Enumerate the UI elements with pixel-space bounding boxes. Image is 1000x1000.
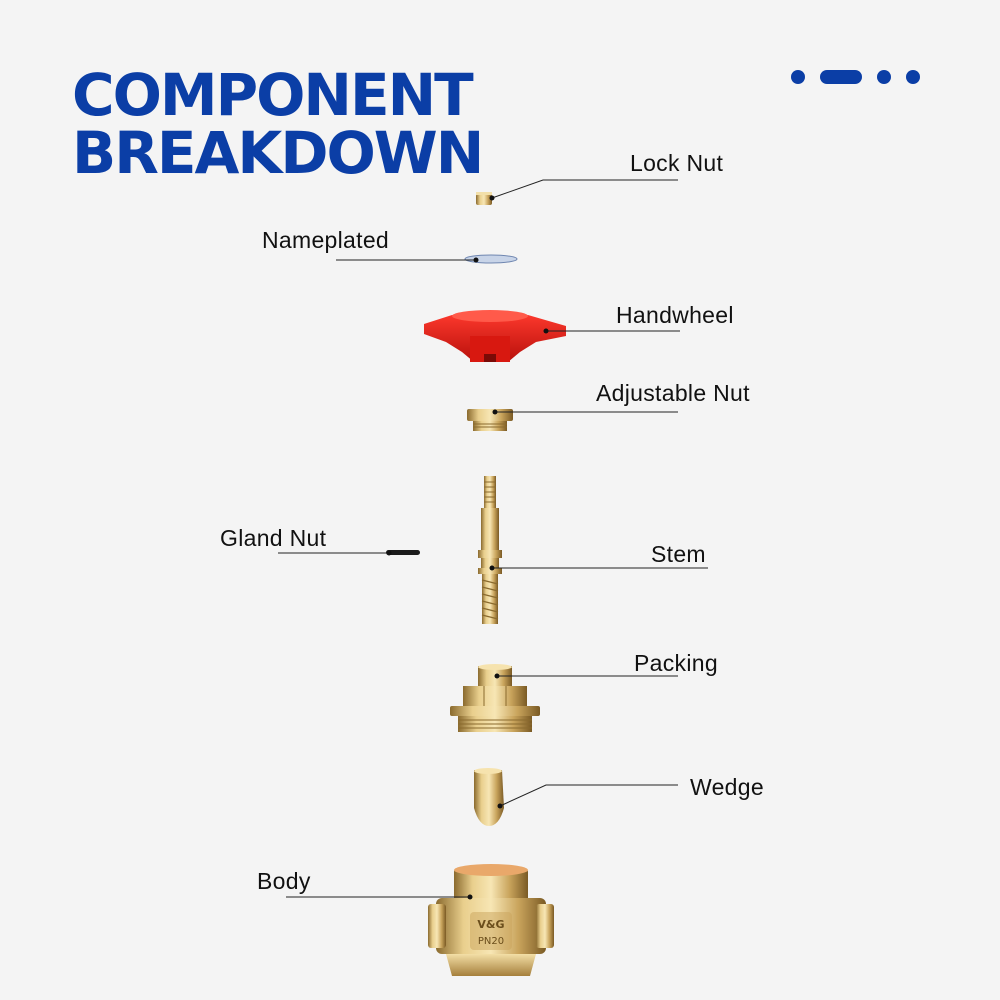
label-body: Body — [257, 868, 311, 894]
valve-body-part: V&G PN20 — [428, 864, 554, 976]
handwheel-part — [424, 310, 566, 362]
title-line-2: BREAKDOWN — [72, 119, 484, 187]
label-adjustable-nut: Adjustable Nut — [596, 380, 750, 406]
label-wedge: Wedge — [690, 774, 764, 800]
leader-lines — [278, 179, 708, 898]
label-lock-nut: Lock Nut — [630, 150, 724, 176]
gland-nut-part — [386, 550, 420, 555]
lock-nut-part — [476, 192, 492, 205]
dot-1 — [791, 70, 805, 84]
leader-wedge — [499, 784, 678, 807]
dot-3 — [906, 70, 920, 84]
page-title: COMPONENT BREAKDOWN — [72, 61, 484, 187]
wedge-part — [474, 768, 504, 826]
label-handwheel: Handwheel — [616, 302, 734, 328]
decorative-dots — [791, 70, 920, 84]
body-rating-marking: PN20 — [478, 936, 504, 947]
packing-part — [450, 664, 540, 732]
label-stem: Stem — [651, 541, 706, 567]
title-line-1: COMPONENT — [72, 61, 474, 129]
leader-dots — [386, 195, 549, 900]
dot-2 — [877, 70, 891, 84]
leader-lock-nut — [491, 179, 678, 199]
label-packing: Packing — [634, 650, 718, 676]
body-brand-marking: V&G — [477, 918, 504, 931]
label-gland-nut: Gland Nut — [220, 525, 327, 551]
dot-pill — [820, 70, 862, 84]
stem-part — [478, 476, 502, 624]
nameplate-part — [464, 254, 518, 264]
label-nameplated: Nameplated — [262, 227, 390, 253]
